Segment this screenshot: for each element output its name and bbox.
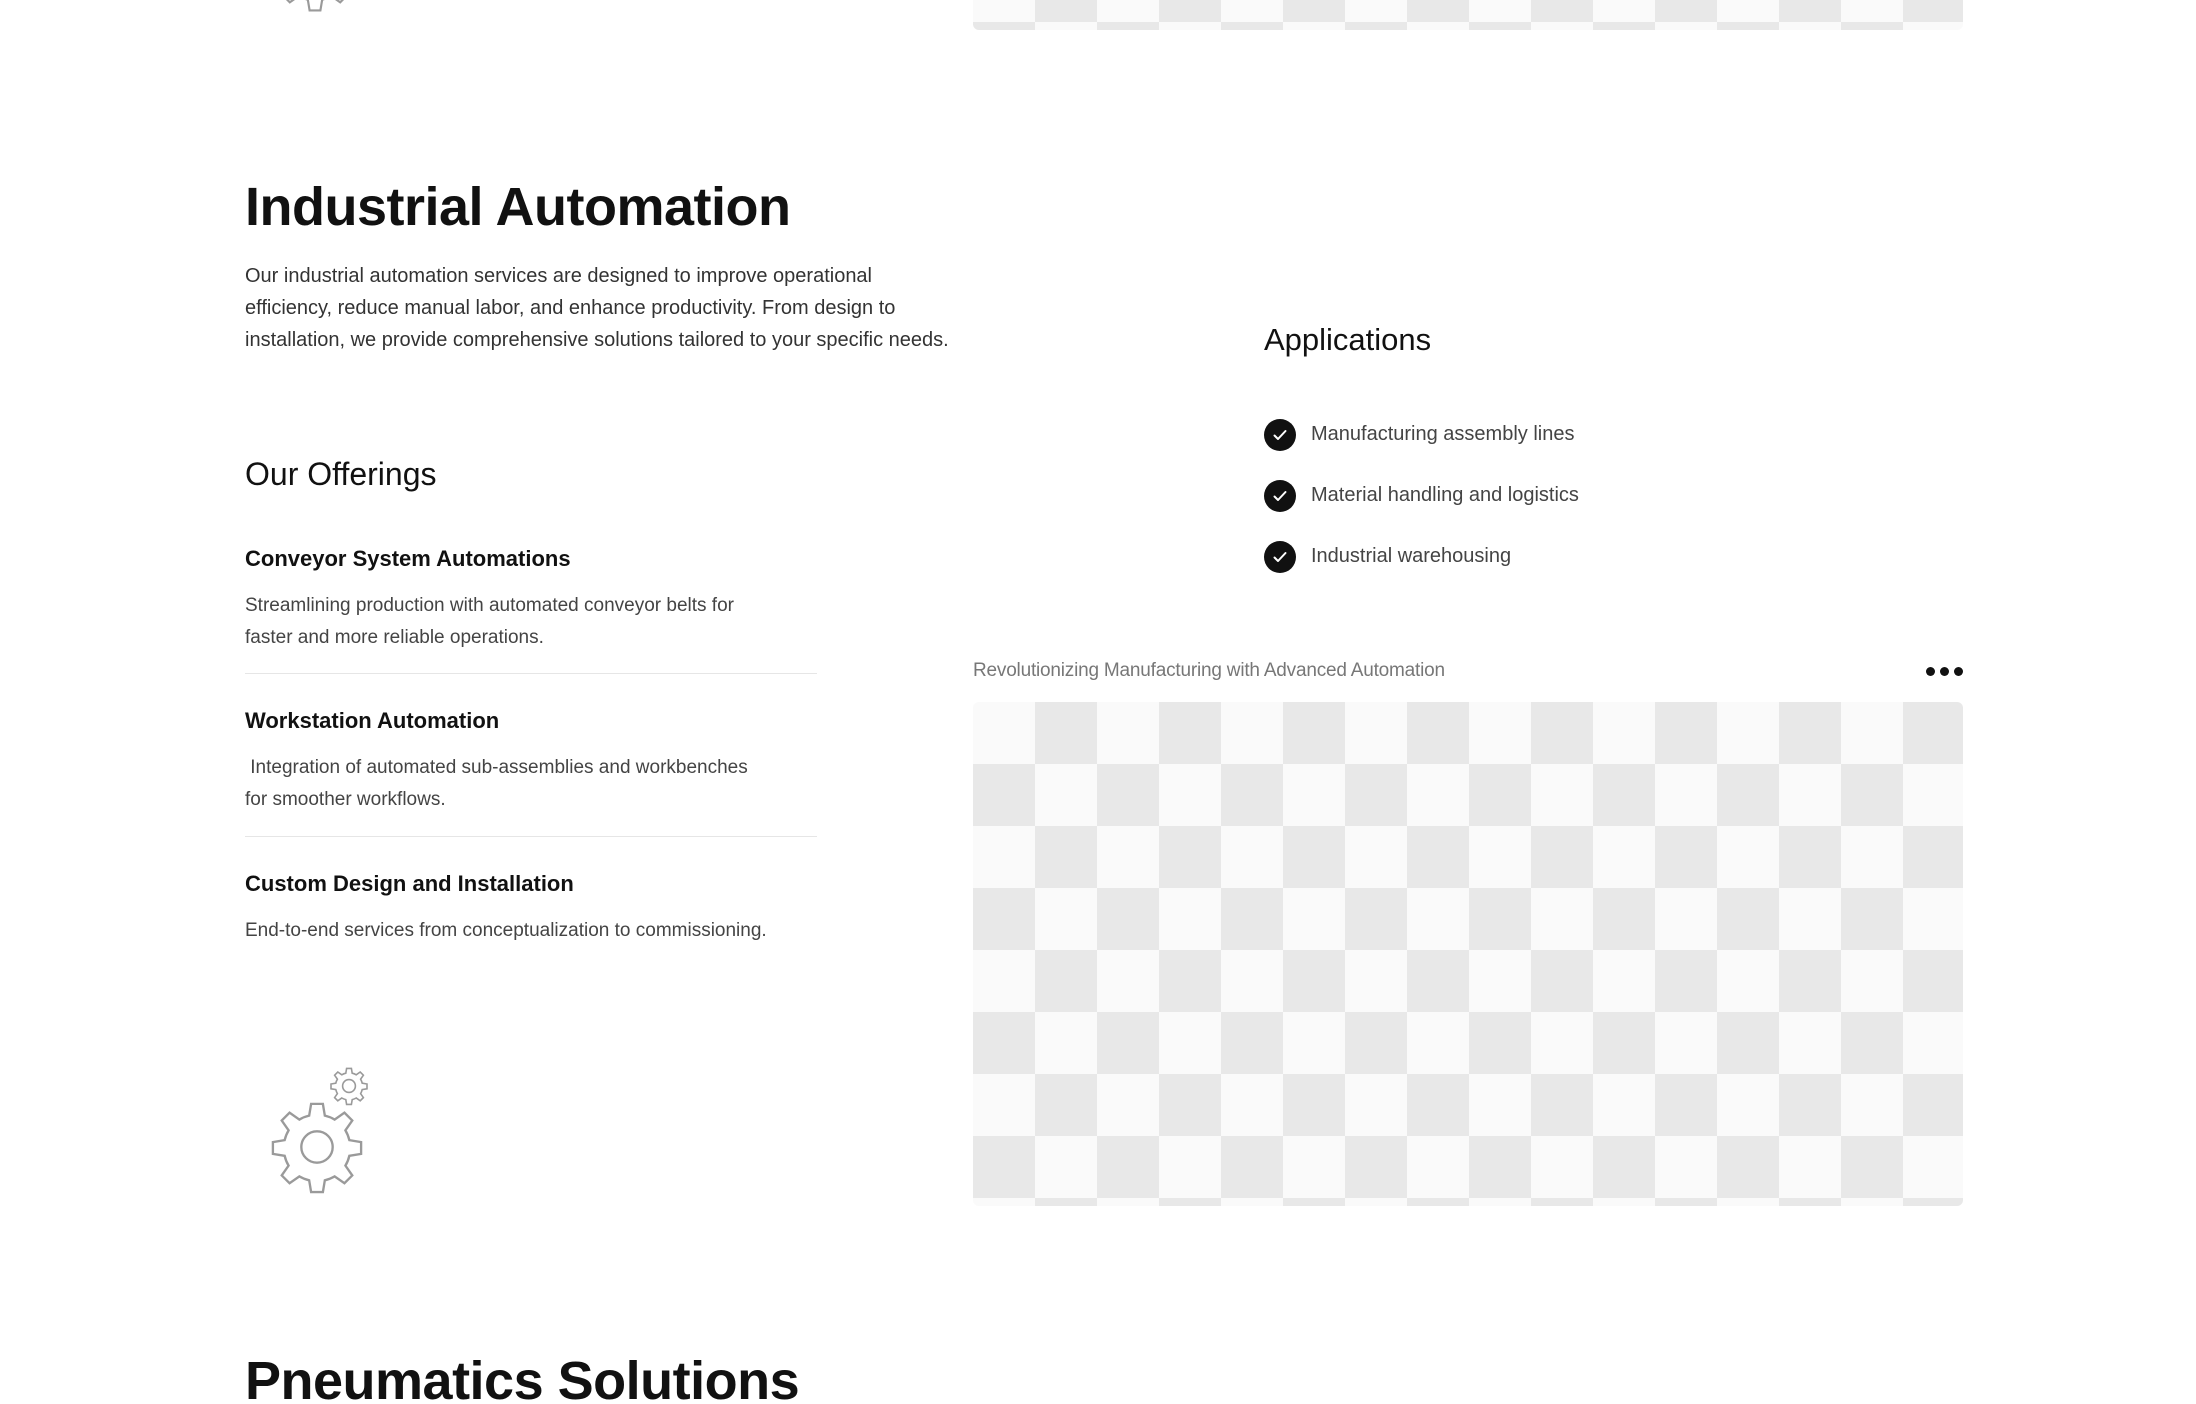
check-circle-icon (1264, 418, 1296, 451)
gear-icon (268, 1098, 366, 1196)
application-label: Manufacturing assembly lines (1311, 423, 1575, 445)
offering-description-line: End-to-end services from conceptualizati… (245, 920, 767, 941)
applications-list: Manufacturing assembly lines Material ha… (1264, 404, 1579, 587)
dot (1954, 666, 1963, 676)
check-circle-icon (1264, 540, 1296, 573)
offering-title: Custom Design and Installation (245, 871, 574, 896)
offering-description-line: Streamlining production with automated c… (245, 595, 734, 616)
applications-heading: Applications (1264, 322, 1432, 357)
dot (1940, 666, 1949, 676)
next-section-title: Pneumatics Solutions (245, 1351, 800, 1404)
intro-line: Our industrial automation services are d… (245, 265, 873, 287)
offering-description: Integration of automated sub-assemblies … (245, 752, 817, 816)
application-label: Industrial warehousing (1311, 545, 1512, 567)
offering-description-line: faster and more reliable operations. (245, 627, 544, 648)
image-placeholder-top (973, 0, 1963, 30)
offering-item: Custom Design and Installation End-to-en… (245, 871, 817, 947)
gear-icon (329, 1066, 369, 1106)
more-dots-icon[interactable] (1926, 663, 1963, 680)
gear-icon (270, 0, 360, 18)
list-item: Material handling and logistics (1264, 465, 1579, 526)
divider (245, 836, 817, 837)
intro-line: efficiency, reduce manual labor, and enh… (245, 297, 896, 319)
intro-line: installation, we provide comprehensive s… (245, 329, 949, 351)
image-placeholder (973, 702, 1963, 1206)
divider (245, 673, 817, 674)
offering-description: Streamlining production with automated c… (245, 590, 817, 654)
offering-item: Workstation Automation Integration of au… (245, 708, 817, 816)
dot (1926, 666, 1935, 676)
offering-description-line: for smoother workflows. (245, 789, 446, 810)
list-item: Industrial warehousing (1264, 526, 1579, 587)
application-label: Material handling and logistics (1311, 484, 1579, 506)
offering-title: Workstation Automation (245, 708, 500, 733)
offering-item: Conveyor System Automations Streamlining… (245, 546, 817, 654)
media-caption-row: Revolutionizing Manufacturing with Advan… (973, 660, 1963, 682)
section-intro: Our industrial automation services are d… (245, 260, 985, 356)
media-caption: Revolutionizing Manufacturing with Advan… (973, 660, 1445, 681)
list-item: Manufacturing assembly lines (1264, 404, 1579, 465)
check-circle-icon (1264, 479, 1296, 512)
section-title: Industrial Automation (245, 177, 791, 237)
offerings-heading: Our Offerings (245, 456, 437, 492)
offering-description-line: Integration of automated sub-assemblies … (245, 757, 748, 778)
offering-description: End-to-end services from conceptualizati… (245, 915, 817, 947)
offering-title: Conveyor System Automations (245, 546, 571, 571)
